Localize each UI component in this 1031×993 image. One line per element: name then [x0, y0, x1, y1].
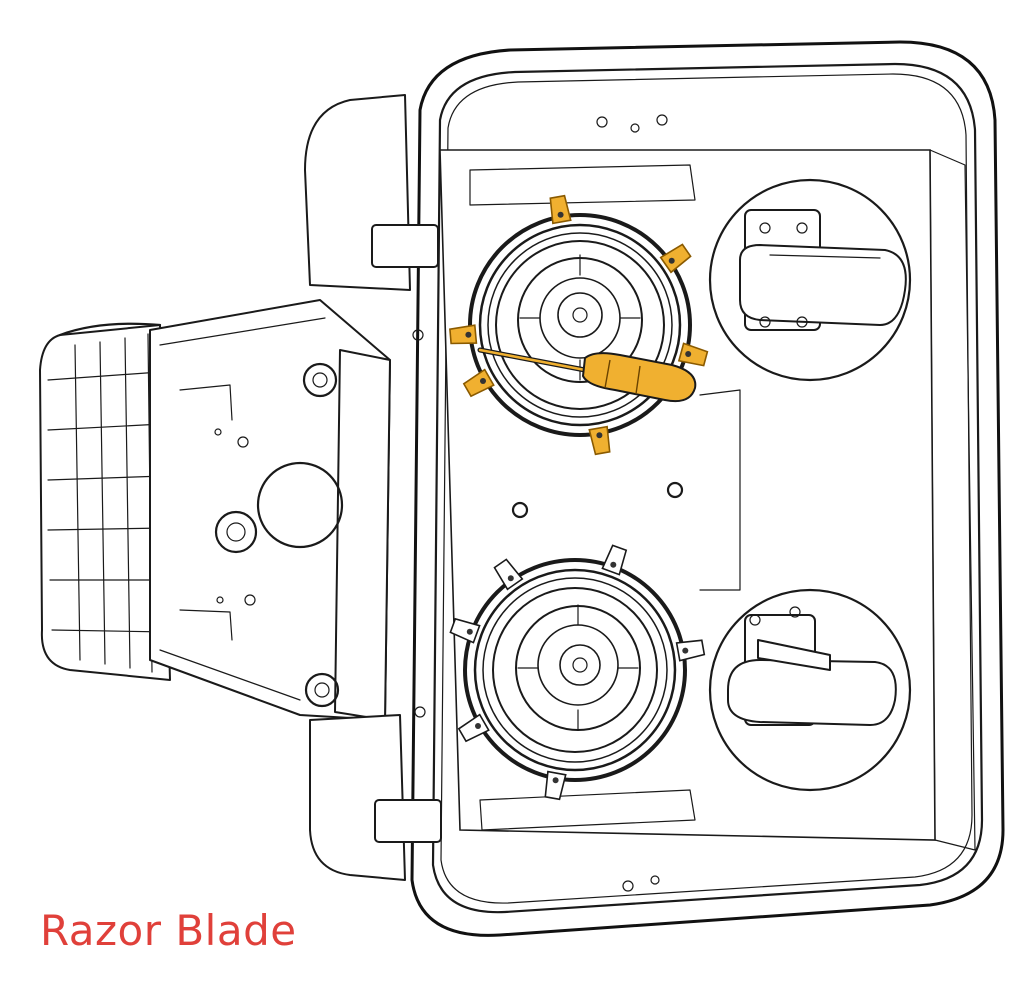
razor-blade: [549, 194, 572, 225]
blade-screw: [465, 331, 472, 338]
razor-blade: [449, 324, 478, 345]
blade-screw: [466, 628, 473, 635]
razor-blade: [462, 368, 495, 398]
razor-blade: [677, 342, 709, 367]
blade-screw: [475, 723, 481, 729]
razor-blades-lower-disc: [449, 544, 706, 801]
razor-blade: [659, 243, 692, 274]
blade-screw: [685, 351, 692, 357]
blade-screw: [682, 647, 689, 654]
razor-blade: [493, 558, 524, 591]
blade-screw: [507, 575, 514, 582]
caption-label: Razor Blade: [40, 906, 297, 955]
blade-screw: [610, 561, 617, 568]
blade-screw: [596, 432, 603, 439]
razor-blade: [601, 544, 628, 576]
razor-blade: [449, 617, 481, 644]
razor-blades-upper-disc: [449, 194, 709, 456]
razor-blade: [588, 425, 611, 456]
outer-chassis-frame: [304, 40, 1005, 937]
upper-right-wheel: [708, 178, 912, 382]
screwdriver: [477, 347, 697, 403]
razor-blade: [544, 770, 567, 801]
blade-screw: [557, 211, 564, 218]
lower-cutting-disc: [463, 558, 687, 782]
razor-blade: [675, 639, 706, 662]
blade-screw: [668, 257, 675, 264]
lower-right-wheel: [708, 588, 912, 792]
upper-cutting-disc: [468, 213, 692, 437]
vent-grille: [929, 149, 976, 851]
rear-grille-cover: [39, 322, 171, 681]
razor-blade: [457, 713, 490, 743]
blade-screw: [480, 378, 486, 384]
blade-screw: [552, 777, 559, 784]
side-mounting-bracket: [149, 299, 391, 721]
